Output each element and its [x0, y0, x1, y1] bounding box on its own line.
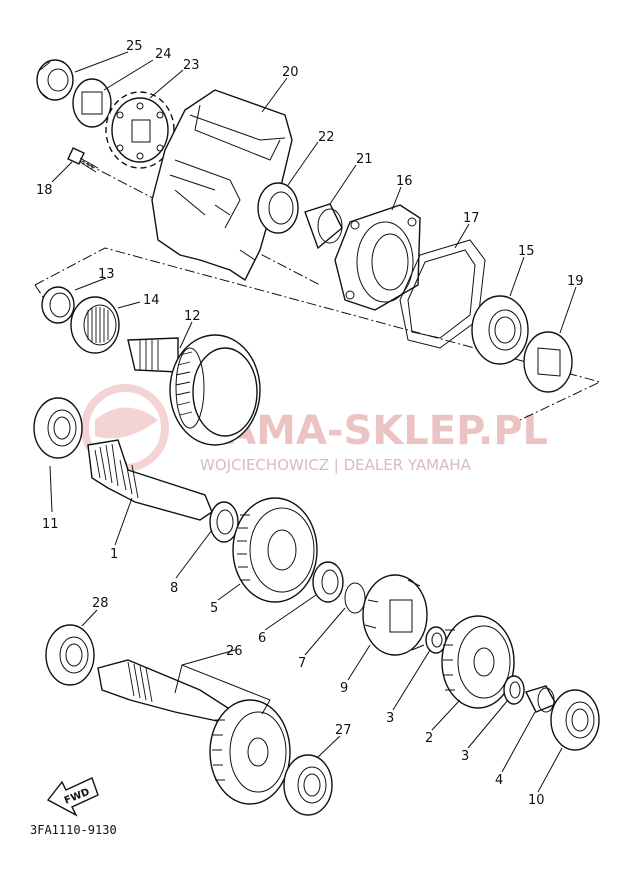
label-1: 1: [110, 547, 118, 562]
part-14-needle-bearing: [70, 296, 120, 354]
part-20-sprocket-cover: [151, 89, 293, 282]
part-13-washer: [41, 286, 75, 324]
part-1-main-axle: [87, 439, 213, 521]
label-9: 9: [340, 681, 348, 696]
part-9-dog-clutch: [362, 574, 428, 656]
part-18-bolt: [67, 147, 99, 173]
label-19: 19: [567, 274, 584, 289]
label-7: 7: [298, 656, 306, 671]
label-17: 17: [463, 211, 480, 226]
part-22-oil-seal: [257, 182, 299, 234]
part-3-washer-lower: [503, 675, 525, 705]
drawing-code: 3FA1110-9130: [30, 823, 117, 837]
part-6-washer: [312, 561, 344, 603]
label-18: 18: [36, 183, 53, 198]
part-28-bearing: [45, 624, 95, 686]
watermark-logo-swoosh-icon: [95, 407, 158, 439]
label-24: 24: [155, 47, 172, 62]
watermark-main: YAMA-SKLEP.PL: [199, 408, 548, 454]
part-12-secondary-gear: [127, 334, 261, 446]
label-27: 27: [335, 723, 352, 738]
label-8: 8: [170, 581, 178, 596]
label-13: 13: [98, 267, 115, 282]
part-7-circlip: [344, 582, 366, 614]
part-15-bearing: [471, 295, 529, 365]
part-23-drive-sprocket: [105, 91, 175, 169]
part-2-gear: [441, 615, 515, 709]
label-23: 23: [183, 58, 200, 73]
label-4: 4: [495, 773, 503, 788]
label-12: 12: [184, 309, 201, 324]
watermark: YAMA-SKLEP.PL WOJCIECHOWICZ | DEALER YAM…: [81, 384, 548, 474]
part-10-bearing: [550, 689, 600, 751]
label-16: 16: [396, 174, 413, 189]
part-5-gear: [232, 497, 318, 603]
part-number-labels: 25 24 23 20 22 21 16 18 17 15 19 13 14 1…: [36, 39, 584, 808]
part-21-collar: [304, 203, 343, 250]
label-22: 22: [318, 130, 335, 145]
assembly-outline: [34, 154, 602, 421]
label-3-lower: 3: [461, 749, 469, 764]
label-28: 28: [92, 596, 109, 611]
label-14: 14: [143, 293, 160, 308]
part-11-bearing: [33, 397, 83, 459]
part-26-drive-axle: [97, 659, 291, 805]
label-15: 15: [518, 244, 535, 259]
part-4-bushing: [525, 685, 557, 713]
watermark-sub: WOJCIECHOWICZ | DEALER YAMAHA: [200, 456, 472, 474]
leader-lines: [49, 51, 577, 793]
part-8-washer: [209, 501, 239, 543]
label-25: 25: [126, 39, 143, 54]
label-21: 21: [356, 152, 373, 167]
label-11: 11: [42, 517, 59, 532]
label-10: 10: [528, 793, 545, 808]
label-26: 26: [226, 644, 243, 659]
label-20: 20: [282, 65, 299, 80]
label-2: 2: [425, 731, 433, 746]
label-6: 6: [258, 631, 266, 646]
part-25-nut: [36, 59, 74, 101]
part-17-gasket: [399, 239, 486, 349]
fwd-arrow-icon: FWD: [46, 777, 99, 817]
label-3-upper: 3: [386, 711, 394, 726]
label-5: 5: [210, 601, 218, 616]
part-16-bearing-housing: [334, 204, 421, 311]
part-19-retainer-plate: [523, 331, 573, 393]
part-24-lock-washer: [72, 78, 112, 128]
part-27-bearing: [283, 754, 333, 816]
